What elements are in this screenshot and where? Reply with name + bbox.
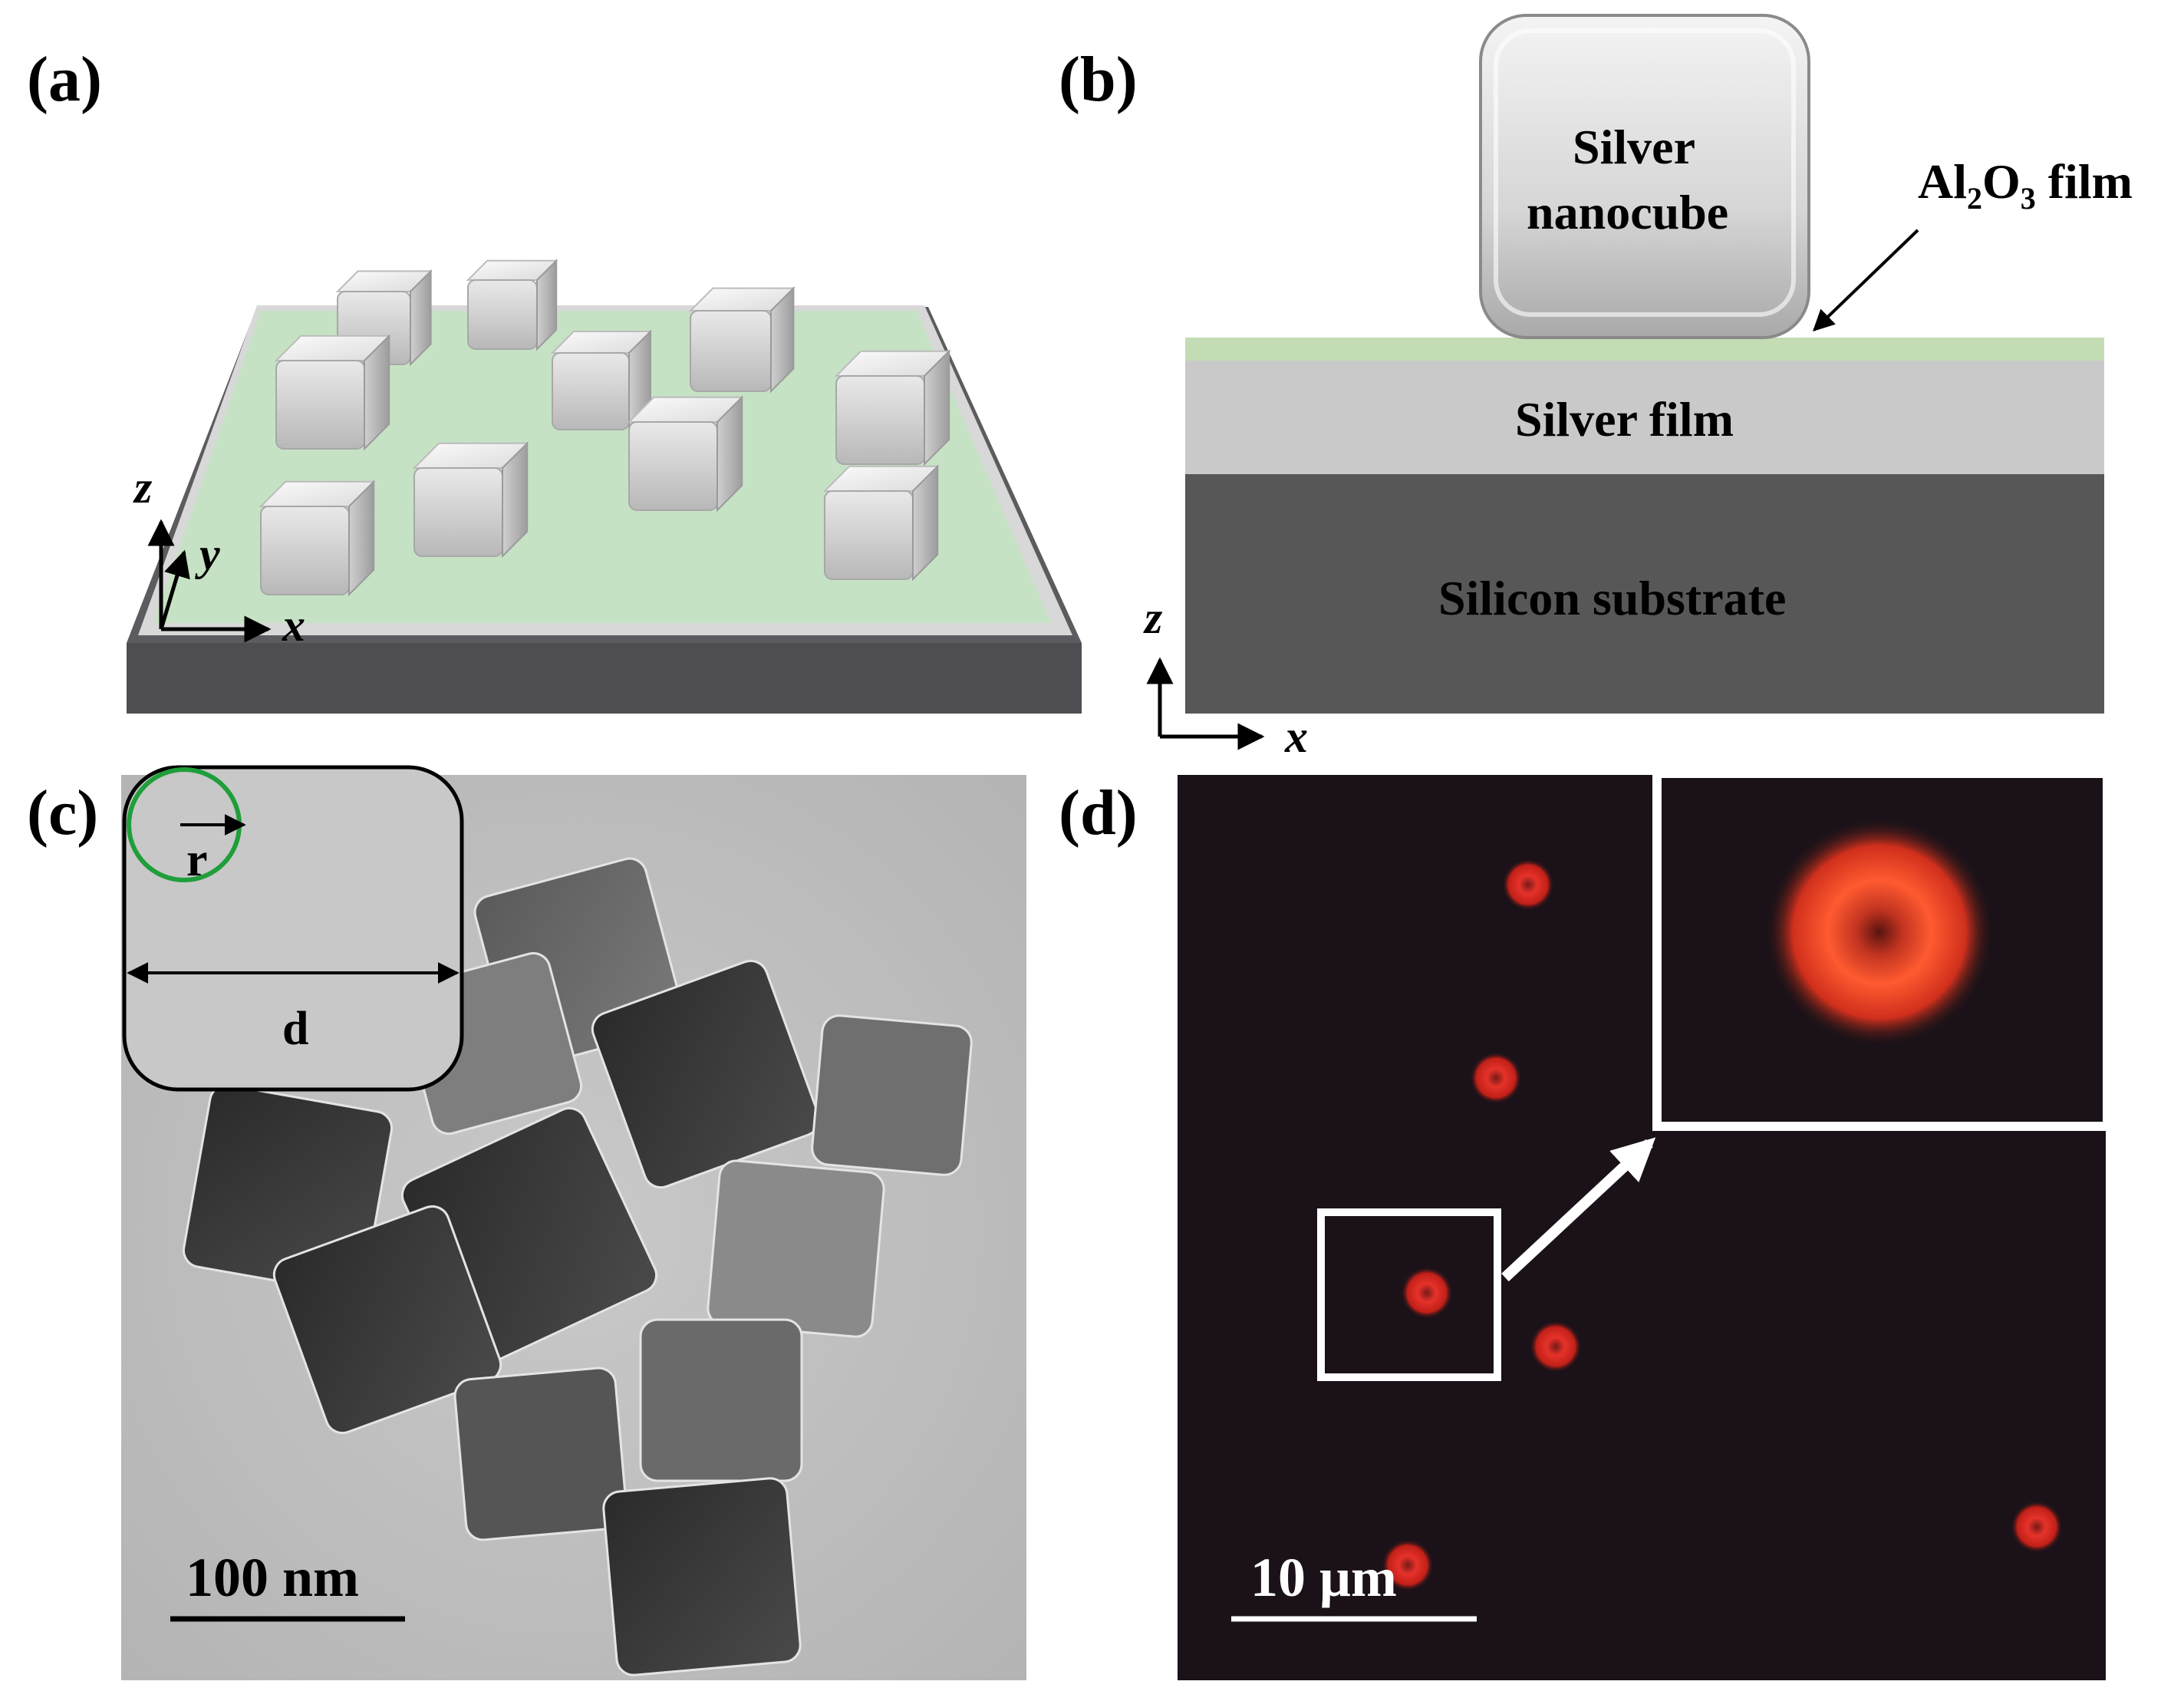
- nanocube: [259, 480, 376, 597]
- panel-label-a: (a): [27, 44, 102, 115]
- axes-b: [1146, 657, 1265, 750]
- tem-nanocube: [639, 1318, 803, 1482]
- zoomed-spot: [1764, 817, 1995, 1047]
- nanocube-label-line1: Silver: [1573, 120, 1695, 174]
- scattering-spot: [1502, 859, 1554, 911]
- nanocube: [412, 441, 529, 559]
- nanocube-label-line2: nanocube: [1527, 185, 1729, 239]
- zoom-arrow: [1501, 1137, 1656, 1282]
- nanocube: [274, 334, 391, 451]
- tem-nanocube: [707, 1159, 885, 1338]
- panel-label-d: (d): [1059, 777, 1138, 849]
- edge-length-label: d: [282, 1003, 309, 1055]
- nanocube: [822, 464, 940, 582]
- axis-x-label-a: x: [282, 600, 305, 651]
- scale-bar-label-c: 100 nm: [186, 1547, 360, 1608]
- axis-z-label-b: z: [1145, 592, 1163, 643]
- tem-nanocube: [453, 1366, 628, 1541]
- substrate-slab-side: [127, 643, 1082, 714]
- panel-a: [127, 259, 1082, 714]
- scattering-spot: [1470, 1052, 1522, 1104]
- nanocube: [688, 286, 796, 394]
- tem-nanocube: [811, 1014, 973, 1176]
- tem-cubes: [182, 857, 973, 1676]
- scattering-spot: [1382, 1539, 1434, 1591]
- oxide-film: [1185, 338, 2104, 361]
- tem-nanocube: [602, 1477, 802, 1676]
- silver-nanocube-inner: [1494, 28, 1796, 317]
- panel-c: [121, 765, 1026, 1680]
- silver-film: [1185, 361, 2104, 474]
- scattering-spot: [2011, 1501, 2063, 1553]
- tem-nanocube: [272, 1205, 502, 1435]
- nanocube: [466, 259, 558, 351]
- silicon-substrate: [1185, 474, 2104, 714]
- scattering-spot: [1401, 1267, 1453, 1319]
- scattering-spot: [1530, 1320, 1582, 1373]
- silver-nanocube: [1479, 14, 1810, 339]
- cube-array: [259, 259, 951, 597]
- panel-d: [1178, 769, 2112, 1680]
- panel-b: [1146, 14, 2104, 750]
- nanocube: [550, 329, 653, 432]
- silver-film-label: Silver film: [1515, 392, 1734, 447]
- panel-label-b: (b): [1059, 44, 1138, 115]
- selection-box: [1317, 1208, 1501, 1381]
- scattering-spots: [1382, 859, 2063, 1591]
- axis-x-label-b: x: [1285, 711, 1308, 762]
- axes-a: [147, 519, 272, 643]
- panel-label-c: (c): [27, 777, 99, 849]
- oxide-film-label: Al2O3 film: [1918, 154, 2133, 216]
- cube-schematic: [122, 765, 464, 1092]
- nanocube: [627, 395, 744, 513]
- radius-label: r: [186, 834, 208, 886]
- scale-bar-label-d: 10 μm: [1250, 1547, 1397, 1608]
- silicon-substrate-label: Silicon substrate: [1438, 571, 1787, 625]
- film-pointer-arrow: [1812, 229, 1919, 331]
- axis-z-label-a: z: [134, 462, 153, 513]
- nanocube: [834, 349, 951, 466]
- axis-y-label-a: y: [199, 529, 220, 579]
